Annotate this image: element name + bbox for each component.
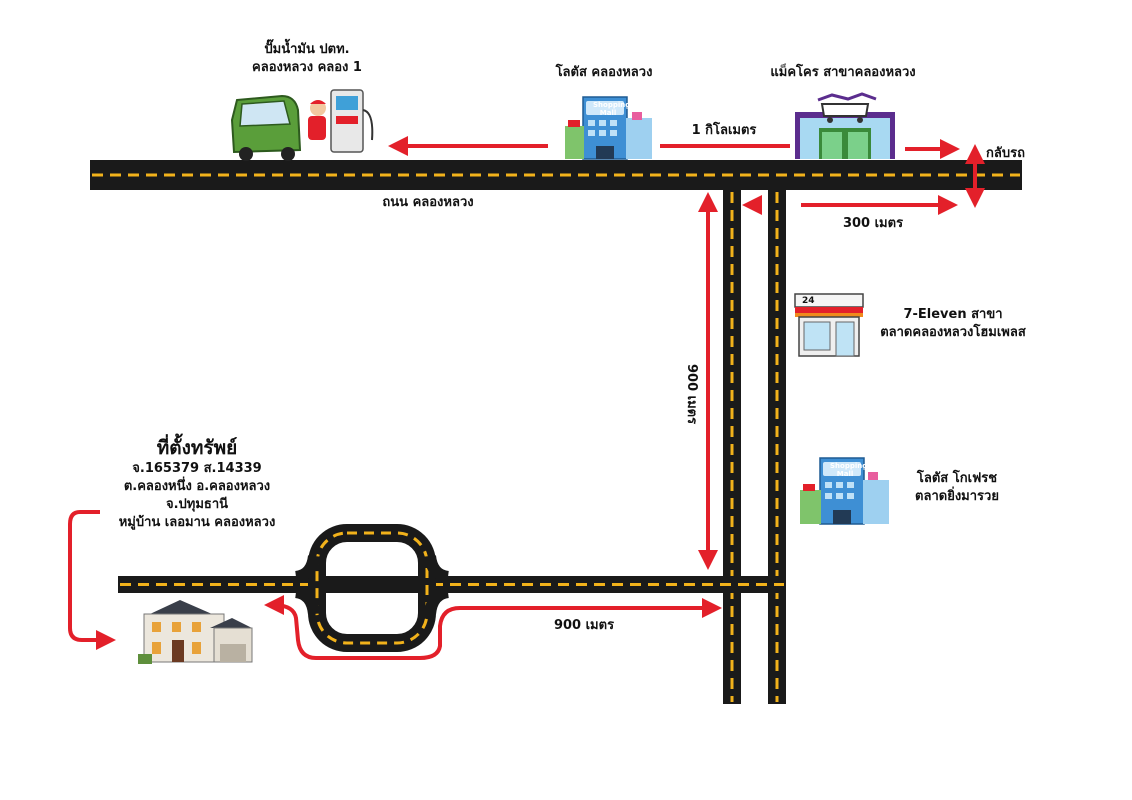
property-deed-numbers: จ.165379 ส.14339	[132, 461, 262, 476]
house-icon	[138, 600, 253, 664]
seven-eleven-label: 7-Eleven สาขา ตลาดคลองหลวงโฮมเพลส	[880, 306, 1026, 342]
property-province: จ.ปทุมธานี	[165, 497, 229, 512]
seven-eleven-name: 7-Eleven สาขา	[903, 307, 1003, 322]
mall-sign-khlong-luang: Shopping Mall	[593, 101, 631, 117]
arrow-900m-bottom	[264, 595, 722, 660]
mall-sign-word-2: Mall	[836, 470, 854, 478]
distance-900m-vertical-label: 900 เมตร	[684, 364, 699, 425]
wholesale-store-icon	[795, 92, 895, 159]
gas-station-branch: คลองหลวง คลอง 1	[252, 60, 362, 75]
mall-sign-go-fresh: Shopping Mall	[830, 462, 868, 478]
lotus-khlong-luang-label: โลตัส คลองหลวง	[555, 65, 653, 80]
lotus-go-fresh-name: โลตัส โกเฟรช	[916, 471, 998, 486]
seven-eleven-branch: ตลาดคลองหลวงโฮมเพลส	[880, 325, 1026, 340]
gas-station-icon	[230, 89, 374, 161]
side-road-left	[723, 190, 741, 704]
convenience-store-icon	[794, 293, 864, 357]
lotus-go-fresh-branch: ตลาดยิ่งมารวย	[915, 489, 999, 504]
property-village: หมู่บ้าน เลอมาน คลองหลวง	[118, 515, 276, 530]
store-24-badge: 24	[802, 296, 815, 306]
distance-1km-label: 1 กิโลเมตร	[691, 123, 757, 138]
main-road	[90, 160, 1022, 190]
shopping-mall-icon-go-fresh	[800, 457, 889, 525]
u-turn-label: กลับรถ	[986, 146, 1025, 161]
mall-sign-word-2: Mall	[599, 109, 617, 117]
property-subdistrict: ต.คลองหนึ่ง อ.คลองหลวง	[123, 479, 271, 494]
gas-station-label: ปั๊มน้ำมัน ปตท. คลองหลวง คลอง 1	[252, 41, 362, 77]
side-road-right	[768, 190, 786, 704]
main-road-label: ถนน คลองหลวง	[382, 195, 474, 210]
property-title: ที่ตั้งทรัพย์	[156, 437, 238, 459]
mall-sign-word-1: Shopping	[830, 462, 868, 470]
distance-300m-label: 300 เมตร	[842, 216, 904, 231]
shopping-mall-icon-khlong-luang	[565, 96, 652, 160]
gas-station-name: ปั๊มน้ำมัน ปตท.	[264, 42, 350, 57]
lotus-go-fresh-label: โลตัส โกเฟรช ตลาดยิ่งมารวย	[915, 470, 999, 506]
property-info: ที่ตั้งทรัพย์ จ.165379 ส.14339 ต.คลองหนึ…	[119, 436, 276, 532]
makro-label: แม็คโคร สาขาคลองหลวง	[770, 65, 916, 80]
distance-900m-bottom-label: 900 เมตร	[553, 618, 615, 633]
route-arrows	[68, 136, 985, 660]
village-road	[118, 576, 786, 593]
mall-sign-word-1: Shopping	[593, 101, 631, 109]
arrow-to-property	[68, 510, 116, 650]
